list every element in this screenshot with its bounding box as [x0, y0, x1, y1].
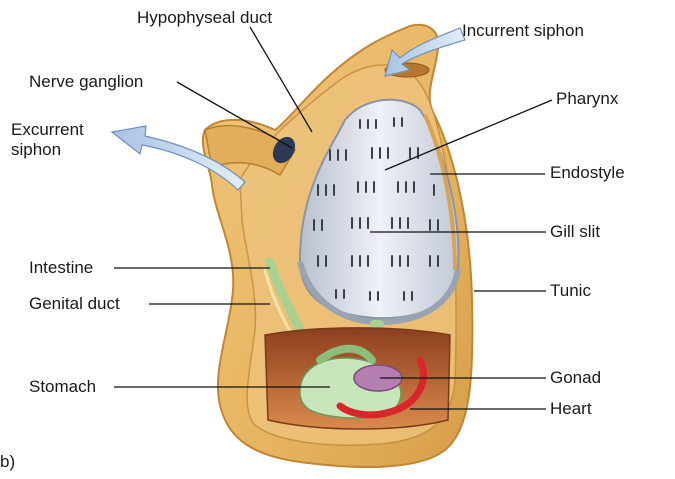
label-gonad: Gonad — [550, 368, 601, 388]
label-tunic: Tunic — [550, 281, 591, 301]
label-hypophyseal-duct: Hypophyseal duct — [137, 8, 272, 28]
label-pharynx: Pharynx — [556, 89, 618, 109]
label-heart: Heart — [550, 399, 592, 419]
label-nerve-ganglion: Nerve ganglion — [29, 72, 143, 92]
label-genital-duct: Genital duct — [29, 294, 120, 314]
label-incurrent-siphon: Incurrent siphon — [462, 21, 584, 41]
label-intestine: Intestine — [29, 258, 93, 278]
label-endostyle: Endostyle — [550, 163, 625, 183]
panel-letter: b) — [0, 452, 15, 472]
label-gill-slit: Gill slit — [550, 222, 600, 242]
label-stomach: Stomach — [29, 377, 96, 397]
label-excurrent-siphon: Excurrent siphon — [11, 120, 84, 160]
